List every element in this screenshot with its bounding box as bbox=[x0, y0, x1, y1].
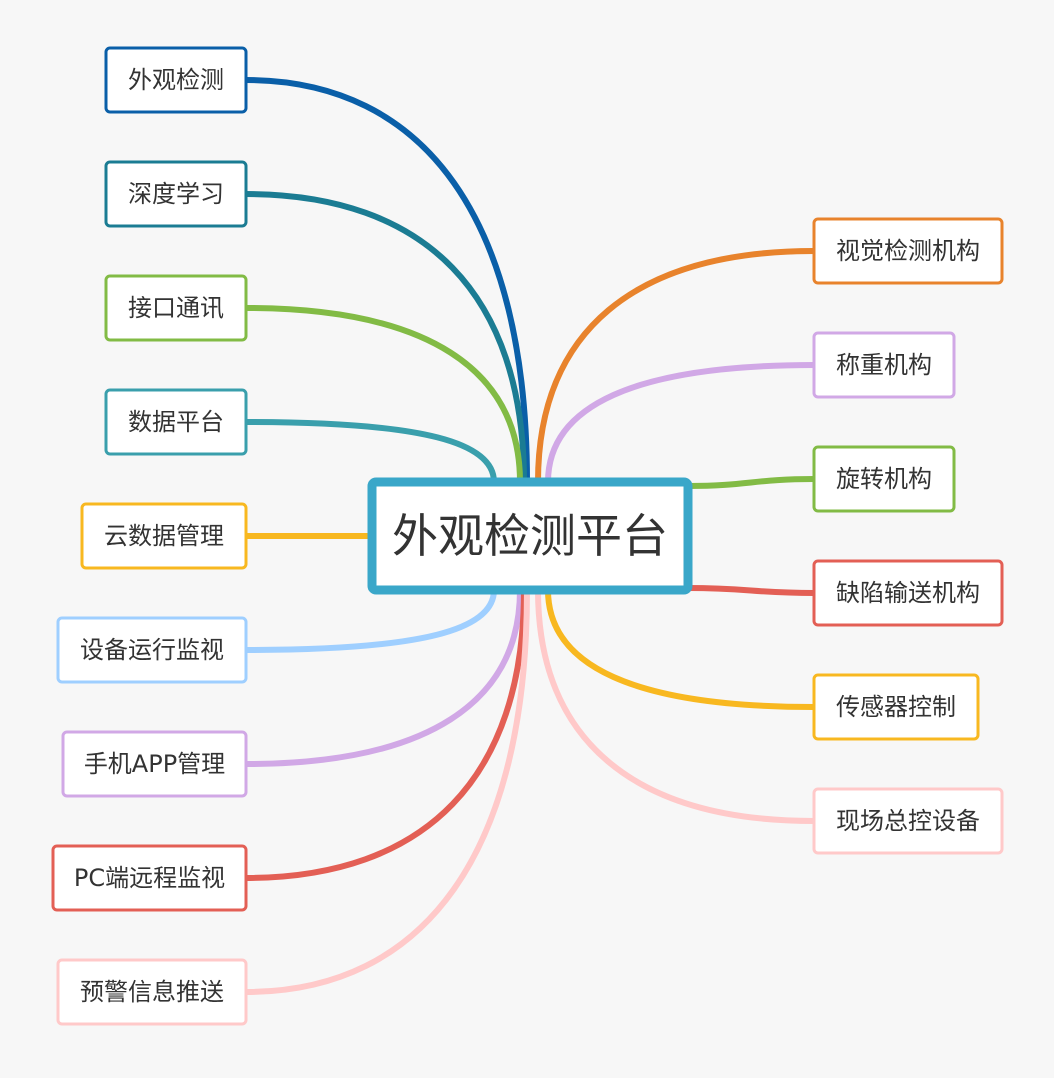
center-node-label: 外观检测平台 bbox=[392, 509, 668, 563]
branch-node-label: 称重机构 bbox=[836, 351, 932, 379]
branch-node-box bbox=[812, 673, 980, 741]
branch-node-box bbox=[61, 730, 248, 798]
branch-node-box bbox=[80, 502, 248, 570]
branch-node-box bbox=[56, 616, 248, 684]
branch-node-box bbox=[51, 844, 248, 912]
branch-node[interactable]: 缺陷输送机构 bbox=[812, 559, 1004, 627]
branch-node-label: 云数据管理 bbox=[104, 522, 224, 550]
branch-node-box bbox=[812, 559, 1004, 627]
branch-line bbox=[685, 476, 817, 489]
branch-node-label: 现场总控设备 bbox=[836, 807, 980, 835]
branch-node[interactable]: 设备运行监视 bbox=[56, 616, 248, 684]
branch-lines bbox=[243, 77, 817, 995]
branch-line bbox=[685, 585, 817, 596]
branch-node[interactable]: 预警信息推送 bbox=[56, 958, 248, 1026]
branch-node-box bbox=[104, 160, 248, 228]
branch-node[interactable]: 深度学习 bbox=[104, 160, 248, 228]
branch-node-label: 传感器控制 bbox=[836, 693, 956, 721]
branch-node-label: 旋转机构 bbox=[836, 465, 932, 493]
branch-node[interactable]: 手机APP管理 bbox=[61, 730, 248, 798]
branch-line bbox=[535, 248, 817, 485]
branch-node-box bbox=[104, 388, 248, 456]
branch-node[interactable]: 现场总控设备 bbox=[812, 787, 1004, 855]
branch-node[interactable]: 数据平台 bbox=[104, 388, 248, 456]
branch-node[interactable]: 视觉检测机构 bbox=[812, 217, 1004, 285]
branch-line bbox=[243, 77, 530, 485]
branch-node-label: 手机APP管理 bbox=[84, 750, 225, 778]
branch-node-box bbox=[104, 274, 248, 342]
branch-node[interactable]: 传感器控制 bbox=[812, 673, 980, 741]
center-node[interactable]: 外观检测平台 bbox=[367, 477, 693, 595]
branch-node[interactable]: 接口通讯 bbox=[104, 274, 248, 342]
branch-node[interactable]: 旋转机构 bbox=[812, 445, 956, 513]
branch-node-label: 设备运行监视 bbox=[80, 636, 224, 664]
branch-line bbox=[243, 305, 523, 485]
branch-node-box bbox=[812, 445, 956, 513]
branch-node-box bbox=[812, 787, 1004, 855]
branch-node-box bbox=[812, 217, 1004, 285]
branch-node[interactable]: 云数据管理 bbox=[80, 502, 248, 570]
branch-node-label: 外观检测 bbox=[128, 66, 224, 94]
branch-line bbox=[243, 587, 523, 767]
branch-line bbox=[243, 419, 497, 485]
branch-node[interactable]: 称重机构 bbox=[812, 331, 956, 399]
branch-line bbox=[545, 362, 817, 485]
center-node-box bbox=[367, 477, 693, 595]
branch-node[interactable]: PC端远程监视 bbox=[51, 844, 248, 912]
branch-line bbox=[535, 587, 817, 824]
branch-node-label: 预警信息推送 bbox=[80, 978, 224, 1006]
branch-node-label: 视觉检测机构 bbox=[836, 237, 980, 265]
branch-line bbox=[243, 587, 527, 881]
branch-line bbox=[243, 587, 497, 653]
branch-node-label: 数据平台 bbox=[128, 408, 224, 436]
branch-node-box bbox=[812, 331, 956, 399]
branch-node-label: PC端远程监视 bbox=[74, 864, 225, 892]
branch-line bbox=[545, 587, 817, 710]
branch-node-box bbox=[56, 958, 248, 1026]
branch-node-box bbox=[104, 46, 248, 114]
branch-node-label: 缺陷输送机构 bbox=[836, 579, 980, 607]
branch-line bbox=[243, 587, 530, 995]
branch-node-label: 接口通讯 bbox=[128, 294, 224, 322]
branch-node-label: 深度学习 bbox=[128, 180, 224, 208]
branch-line bbox=[243, 191, 527, 485]
branch-node[interactable]: 外观检测 bbox=[104, 46, 248, 114]
